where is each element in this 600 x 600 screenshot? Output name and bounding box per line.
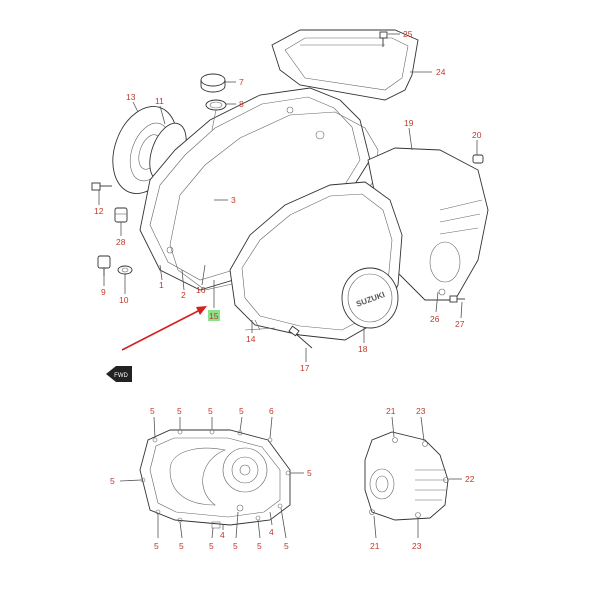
- front-direction-badge: FWD: [106, 366, 132, 382]
- label-15: 15: [209, 311, 219, 321]
- label-5: 5: [233, 541, 238, 551]
- label-1: 1: [159, 280, 164, 290]
- label-5: 5: [209, 541, 214, 551]
- label-21: 21: [386, 406, 396, 416]
- label-5: 5: [150, 406, 155, 416]
- part-9-drain-plug: [97, 255, 111, 276]
- label-24: 24: [436, 67, 446, 77]
- label-3: 3: [231, 195, 236, 205]
- label-20: 20: [472, 130, 482, 140]
- label-7: 7: [239, 77, 244, 87]
- label-5: 5: [239, 406, 244, 416]
- label-2: 2: [181, 290, 186, 300]
- label-14: 14: [246, 334, 256, 344]
- label-5: 5: [154, 541, 159, 551]
- label-22: 22: [465, 474, 475, 484]
- label-23: 23: [412, 541, 422, 551]
- label-5: 5: [179, 541, 184, 551]
- part-17-bolt: [288, 325, 313, 349]
- label-27: 27: [455, 319, 465, 329]
- part-8-o-ring: [205, 99, 227, 111]
- leader-lines-gasket-detail: [119, 416, 304, 539]
- part-25-bolt: [379, 31, 388, 47]
- part-27-screw: [449, 295, 465, 303]
- label-4: 4: [269, 527, 274, 537]
- label-17: 17: [300, 363, 310, 373]
- front-badge-text: FWD: [114, 373, 128, 379]
- label-18: 18: [358, 344, 368, 354]
- label-9: 9: [101, 287, 106, 297]
- label-8: 8: [239, 99, 244, 109]
- label-16: 16: [196, 285, 206, 295]
- leader-lines-side-detail: [373, 416, 462, 539]
- label-19: 19: [404, 118, 414, 128]
- part-7-filler-cap: [200, 73, 226, 93]
- label-6: 6: [269, 406, 274, 416]
- label-4: 4: [220, 530, 225, 540]
- label-12: 12: [94, 206, 104, 216]
- part-12-bolt: [91, 182, 112, 191]
- part-10-washer: [117, 265, 133, 275]
- label-25: 25: [403, 29, 413, 39]
- leader-lines-upper: [98, 33, 478, 362]
- label-21: 21: [370, 541, 380, 551]
- label-5: 5: [284, 541, 289, 551]
- label-5: 5: [208, 406, 213, 416]
- part-2-gasket: [169, 111, 379, 291]
- labels-upper: 25 24 7 8 13 11 19 20 3 12 28 9 10 1 2 1…: [94, 29, 482, 373]
- label-5: 5: [257, 541, 262, 551]
- part-20-grommet: [472, 154, 484, 164]
- label-5: 5: [177, 406, 182, 416]
- labels-side-detail: 21 23 22 21 23: [370, 406, 475, 551]
- label-15-highlight: [208, 310, 220, 321]
- label-13: 13: [126, 92, 136, 102]
- part-1-crankcase-cover: [139, 87, 371, 291]
- part-28-plug: [114, 207, 128, 223]
- label-10: 10: [119, 295, 129, 305]
- label-11: 11: [155, 96, 164, 106]
- part-24-cover-plate: [271, 29, 419, 101]
- label-26: 26: [430, 314, 440, 324]
- label-5: 5: [307, 468, 312, 478]
- part-18-logo-cover: SUZUKI: [341, 267, 399, 329]
- label-28: 28: [116, 237, 126, 247]
- labels-gasket-detail: 5 5 5 5 6 5 5 5 5 5 4 5 5 4 5: [110, 406, 312, 551]
- red-pointer-arrow: [121, 306, 207, 351]
- detail-gasket-outline: [139, 429, 291, 529]
- detail-side-cover: [364, 431, 449, 521]
- label-23: 23: [416, 406, 426, 416]
- label-5: 5: [110, 476, 115, 486]
